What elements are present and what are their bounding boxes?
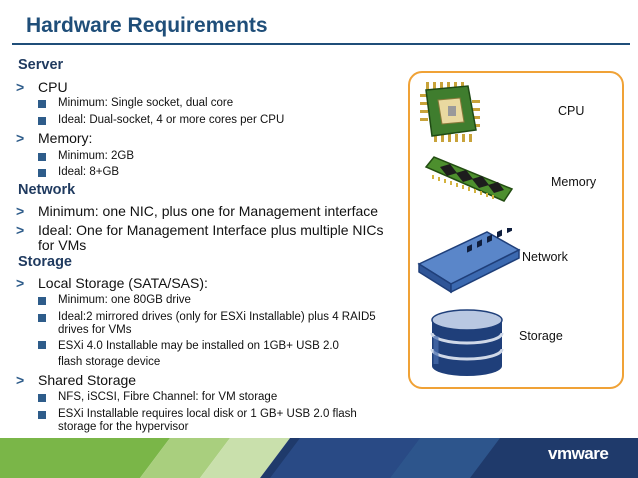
bullet-cpu-text: CPU <box>38 79 68 95</box>
panel-label-storage: Storage <box>519 329 563 343</box>
square-bullet-icon <box>38 297 46 305</box>
network-switch-icon <box>417 228 521 294</box>
chevron-bullet-icon: > <box>16 372 25 388</box>
bullet-text: Local Storage (SATA/SAS): <box>38 275 208 291</box>
chevron-bullet-icon: > <box>16 275 25 291</box>
bullet-memory-text: Memory: <box>38 130 93 146</box>
subbullet-text: Ideal:2 mirrored drives (only for ESXi I… <box>58 311 376 336</box>
section-server-heading: Server <box>18 57 64 73</box>
square-bullet-icon <box>38 117 46 125</box>
chevron-bullet-icon: > <box>16 130 25 146</box>
square-bullet-icon <box>38 153 46 161</box>
subbullet-text: NFS, iSCSI, Fibre Channel: for VM storag… <box>58 391 278 403</box>
storage-database-icon <box>430 309 504 376</box>
chevron-bullet-icon: > <box>16 222 25 238</box>
subbullet-text: Minimum: Single socket, dual core <box>58 97 234 109</box>
subbullet-text: Minimum: one 80GB drive <box>58 294 191 306</box>
title-divider <box>12 43 630 45</box>
square-bullet-icon <box>38 394 46 402</box>
slide-title: Hardware Requirements <box>26 14 268 37</box>
panel-label-network: Network <box>522 250 568 264</box>
square-bullet-icon <box>38 341 46 349</box>
square-bullet-icon <box>38 411 46 419</box>
bullet-text: Ideal: One for Management Interface plus… <box>38 222 384 253</box>
subbullet-text: ESXi Installable requires local disk or … <box>58 408 357 433</box>
square-bullet-icon <box>38 314 46 322</box>
bullet-text: Minimum: one NIC, plus one for Managemen… <box>38 203 379 219</box>
section-network-heading: Network <box>18 182 76 198</box>
chevron-bullet-icon: > <box>16 79 25 95</box>
vmware-logo: vmware <box>548 444 609 463</box>
subbullet-text: Ideal: Dual-socket, 4 or more cores per … <box>58 114 285 126</box>
square-bullet-icon <box>38 169 46 177</box>
subbullet-text: Ideal: 8+GB <box>58 166 120 178</box>
subbullet-text: Minimum: 2GB <box>58 150 135 162</box>
cpu-chip-icon <box>420 82 480 142</box>
panel-label-cpu: CPU <box>558 104 585 118</box>
square-bullet-icon <box>38 100 46 108</box>
section-storage-heading: Storage <box>18 254 72 270</box>
memory-module-icon <box>424 156 514 202</box>
footer-band <box>0 438 638 478</box>
bullet-text: Shared Storage <box>38 372 137 388</box>
chevron-bullet-icon: > <box>16 203 25 219</box>
panel-label-memory: Memory <box>551 175 597 189</box>
subbullet-text: ESXi 4.0 Installable may be installed on… <box>58 340 339 368</box>
